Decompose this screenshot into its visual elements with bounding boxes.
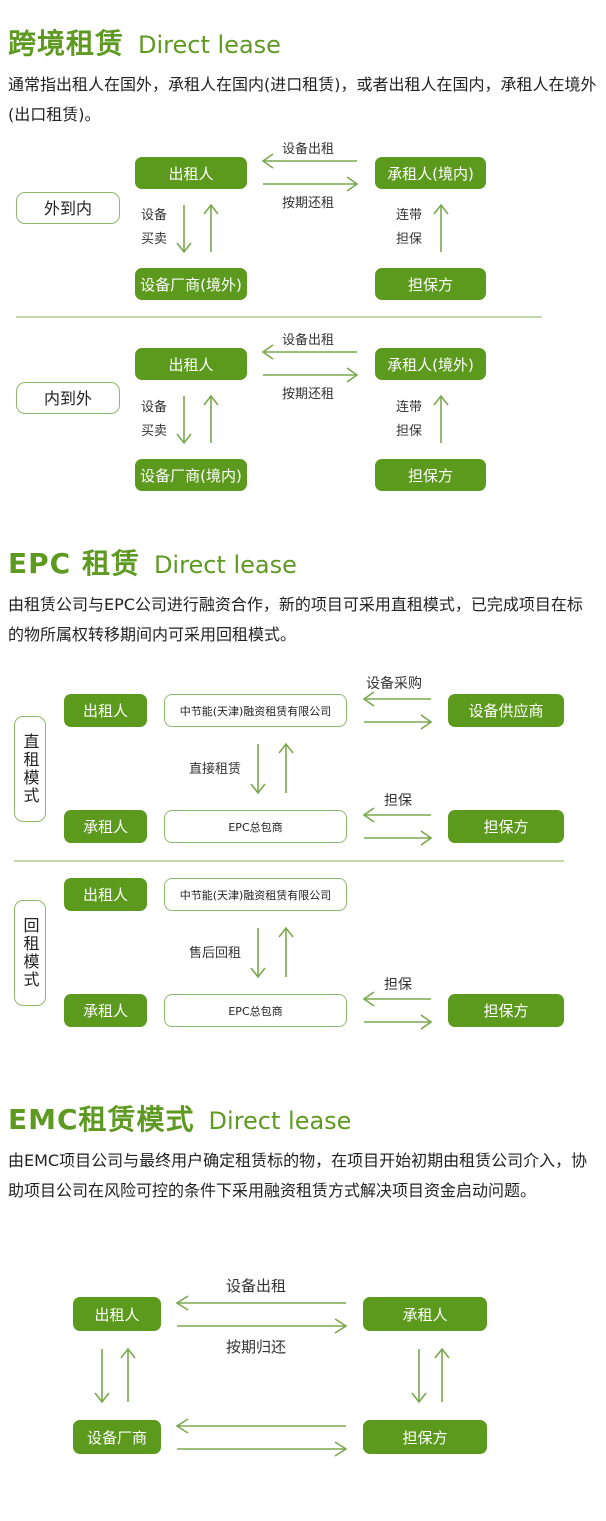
- guarantor-box: 担保方: [375, 268, 486, 300]
- guarantor-box: 担保方: [375, 459, 486, 491]
- lessor-box: 出租人: [64, 694, 147, 727]
- vendor-box: 设备厂商(境内): [135, 459, 247, 491]
- label-line: 设备: [141, 208, 168, 223]
- arrowhead: [346, 176, 359, 192]
- title-en: Direct lease: [138, 31, 281, 59]
- arrowhead: [175, 1295, 189, 1311]
- arrowhead: [175, 1418, 189, 1434]
- lessor-box: 出租人: [73, 1297, 161, 1331]
- mode-tag-label: 外到内: [43, 198, 92, 218]
- title-zh: 跨境租赁: [8, 27, 125, 60]
- supplier-box: 设备供应商: [448, 694, 564, 727]
- arrowhead: [334, 1441, 348, 1457]
- arrowhead: [203, 203, 219, 215]
- arrowhead: [420, 1014, 433, 1030]
- arrowhead: [362, 991, 375, 1007]
- flow-label-return: 按期归还: [226, 1338, 287, 1356]
- flow-label-trade: 设备 买卖: [141, 204, 167, 252]
- epc-contractor-box: EPC总包商: [164, 994, 347, 1027]
- flow-label-lease: 设备出租: [282, 333, 335, 348]
- lessee-box: 承租人(境外): [375, 348, 486, 380]
- label-line: 设备: [141, 400, 168, 415]
- vendor-box: 设备厂商: [73, 1420, 161, 1454]
- lessee-box: 承租人: [363, 1297, 487, 1331]
- flow-label-purchase: 设备采购: [366, 676, 422, 692]
- arrowhead: [433, 394, 449, 406]
- lessee-box: 承租人(境内): [375, 157, 486, 189]
- arrowhead: [176, 242, 192, 254]
- guarantor-box: 担保方: [448, 810, 564, 843]
- mode-tag: 回租模式: [14, 900, 46, 1006]
- arrowhead: [433, 203, 449, 215]
- arrowhead: [420, 714, 433, 730]
- mode-tag: 直租模式: [14, 716, 46, 822]
- label-line: 担保: [396, 424, 423, 439]
- flow-label-guarantee: 担保: [384, 977, 412, 993]
- lessee-box: 承租人: [64, 810, 147, 843]
- label-line: 买卖: [141, 232, 168, 247]
- flow-label-trade: 设备 买卖: [141, 396, 167, 444]
- flow-label-leaseback: 售后回租: [189, 946, 242, 961]
- label-line: 买卖: [141, 424, 168, 439]
- arrowhead: [362, 807, 375, 823]
- mode-tag-label: 内到外: [43, 388, 92, 408]
- mode-tag: 内到外: [16, 382, 120, 414]
- label-line: 连带: [396, 208, 423, 223]
- arrowhead: [176, 433, 192, 445]
- flow-label-guarantee: 担保: [384, 793, 412, 809]
- label-line: 担保: [396, 232, 423, 247]
- title-zh: EPC 租赁: [8, 547, 140, 580]
- epc-contractor-box: EPC总包商: [164, 810, 347, 843]
- arrowhead: [261, 344, 274, 360]
- arrowhead: [278, 926, 294, 938]
- guarantor-box: 担保方: [363, 1420, 487, 1454]
- arrowhead: [434, 1347, 450, 1359]
- arrowhead: [278, 742, 294, 754]
- arrowhead: [250, 783, 266, 795]
- title-en: Direct lease: [208, 1107, 352, 1135]
- flow-label-lease: 设备出租: [282, 142, 335, 157]
- section-title-emc: EMC租赁模式 Direct lease: [8, 1098, 351, 1138]
- arrowhead: [334, 1318, 348, 1334]
- flow-label-lease: 设备出租: [226, 1277, 287, 1295]
- lessor-box: 出租人: [135, 157, 247, 189]
- arrowhead: [420, 830, 433, 846]
- flow-label-repay: 按期还租: [282, 387, 335, 402]
- flow-label-guarantee: 连带 担保: [396, 204, 422, 252]
- mode-tag-label: 直租模式: [20, 733, 40, 805]
- section-paragraph: 由租赁公司与EPC公司进行融资合作，新的项目可采用直租模式，已完成项目在标的物所…: [8, 595, 583, 644]
- label-line: 连带: [396, 400, 423, 415]
- flow-label-repay: 按期还租: [282, 196, 335, 211]
- mode-tag-label: 回租模式: [20, 917, 40, 989]
- mode-tag: 外到内: [16, 192, 120, 224]
- flow-label-guarantee: 连带 担保: [396, 396, 422, 444]
- flow-label-direct-lease: 直接租赁: [189, 762, 242, 777]
- leasing-company-box: 中节能(天津)融资租赁有限公司: [164, 878, 347, 911]
- arrowhead: [261, 153, 274, 169]
- section-title-epc: EPC 租赁 Direct lease: [8, 542, 297, 582]
- title-zh: EMC租赁模式: [8, 1103, 195, 1136]
- leasing-company-box: 中节能(天津)融资租赁有限公司: [164, 694, 347, 727]
- title-en: Direct lease: [153, 551, 297, 579]
- lessor-box: 出租人: [135, 348, 247, 380]
- arrowhead: [250, 967, 266, 979]
- arrowhead: [346, 367, 359, 383]
- guarantor-box: 担保方: [448, 994, 564, 1027]
- lessee-box: 承租人: [64, 994, 147, 1027]
- arrowhead: [120, 1347, 136, 1359]
- arrowhead: [362, 691, 375, 707]
- section-title-cross-border: 跨境租赁 Direct lease: [8, 22, 281, 62]
- arrowhead: [203, 394, 219, 406]
- arrowhead: [94, 1392, 110, 1404]
- lessor-box: 出租人: [64, 878, 147, 911]
- arrowhead: [411, 1392, 427, 1404]
- section-paragraph: 由EMC项目公司与最终用户确定租赁标的物，在项目开始初期由租赁公司介入，协助项目…: [8, 1151, 588, 1200]
- vendor-box: 设备厂商(境外): [135, 268, 247, 300]
- section-paragraph: 通常指出租人在国外，承租人在国内(进口租赁)，或者出租人在国内，承租人在境外(出…: [8, 75, 597, 124]
